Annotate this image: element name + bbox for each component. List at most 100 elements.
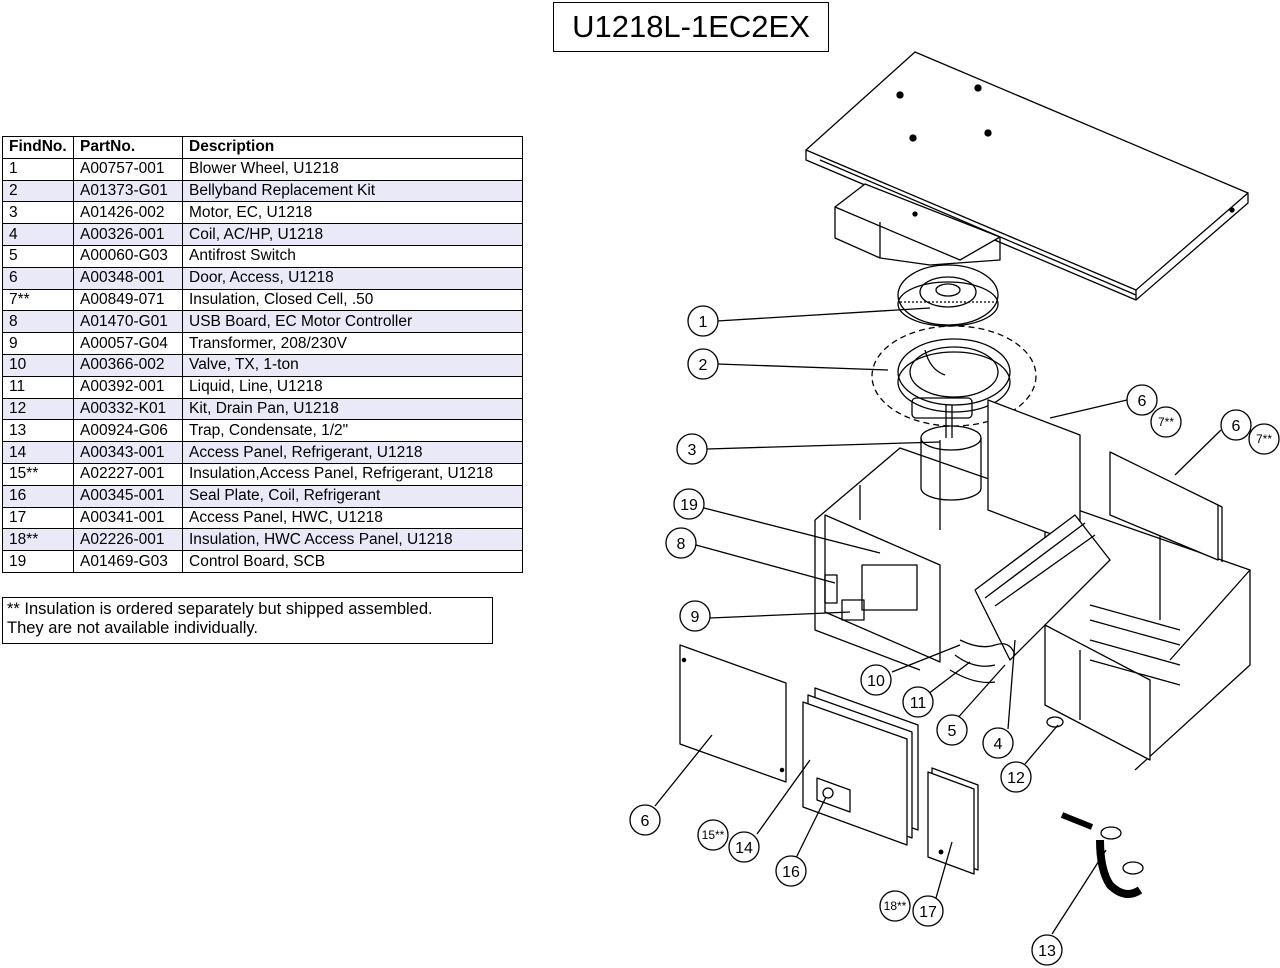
callout-label: 1 xyxy=(699,314,708,331)
callout-circle xyxy=(982,727,1014,759)
ac-coil xyxy=(974,514,1181,761)
description-cell: Transformer, 208/230V xyxy=(182,332,523,355)
callout-circle xyxy=(902,686,934,718)
callout-circle xyxy=(1220,409,1252,441)
blower-housing xyxy=(834,183,1001,266)
callout-label: 7** xyxy=(1256,432,1272,446)
hwc-access-panel xyxy=(927,767,979,875)
note-line: ** Insulation is ordered separately but … xyxy=(7,600,433,618)
callout-circle xyxy=(676,433,708,465)
callout-labels: 1 2 3 6 7** 6 7** 19 8 9 10 11 5 4 12 6 … xyxy=(641,314,1273,960)
part-number-cell: A01426-002 xyxy=(73,201,183,225)
callout-label: 14 xyxy=(735,840,753,857)
blower-wheel xyxy=(897,264,999,327)
callout-circle xyxy=(1150,406,1182,438)
callout-label: 13 xyxy=(1038,943,1056,960)
part-number-cell: A01373-G01 xyxy=(73,179,183,203)
callout-circle xyxy=(912,895,944,927)
description-cell: Insulation, Closed Cell, .50 xyxy=(182,288,523,312)
description-cell: Door, Access, U1218 xyxy=(182,266,523,290)
table-header-row: FindNo. PartNo. Description xyxy=(2,136,523,159)
find-number-cell: 13 xyxy=(2,419,74,443)
callout-circle xyxy=(1126,384,1158,416)
part-number-cell: A00332-K01 xyxy=(73,397,183,421)
description-cell: Insulation, HWC Access Panel, U1218 xyxy=(182,528,523,552)
callout-label: 6 xyxy=(1232,418,1241,435)
callout-circle xyxy=(673,488,705,520)
callout-markers xyxy=(629,305,1280,966)
refrigerant-access-panel xyxy=(802,687,919,846)
access-door-panel-front xyxy=(679,644,787,783)
bellyband-assembly xyxy=(871,325,1037,427)
description-cell: Motor, EC, U1218 xyxy=(182,201,523,225)
callout-label: 10 xyxy=(867,673,885,690)
seal-plate xyxy=(816,777,851,813)
callout-circle xyxy=(1000,761,1032,793)
part-number-cell: A02227-001 xyxy=(73,462,183,486)
callout-label: 8 xyxy=(677,536,686,553)
description-cell: Coil, AC/HP, U1218 xyxy=(182,223,523,246)
insulation-note: ** Insulation is ordered separately but … xyxy=(2,597,493,644)
callout-circle xyxy=(936,714,968,746)
part-number-cell: A00757-001 xyxy=(73,157,183,181)
callout-circle xyxy=(687,348,719,380)
description-cell: Kit, Drain Pan, U1218 xyxy=(182,397,523,421)
condensate-trap xyxy=(1060,812,1144,898)
find-number-cell: 10 xyxy=(2,353,74,377)
callout-circle xyxy=(879,890,911,922)
find-number-cell: 4 xyxy=(2,223,74,246)
find-number-cell: 8 xyxy=(2,310,74,334)
description-cell: Access Panel, Refrigerant, U1218 xyxy=(182,441,523,464)
description-cell: Valve, TX, 1-ton xyxy=(182,353,523,377)
find-number-cell: 11 xyxy=(2,375,74,399)
top-cover-panel xyxy=(805,51,1249,301)
part-number-cell: A00345-001 xyxy=(73,484,183,508)
part-number-cell: A00924-G06 xyxy=(73,419,183,443)
column-header: FindNo. xyxy=(2,136,74,159)
callout-label: 15** xyxy=(702,828,725,842)
part-number-cell: A00343-001 xyxy=(73,441,183,464)
callout-circle xyxy=(1031,934,1063,966)
description-cell: Control Board, SCB xyxy=(182,550,523,573)
callout-circle xyxy=(697,819,729,851)
callout-label: 17 xyxy=(919,904,937,921)
diagram-title: U1218L-1EC2EX xyxy=(553,2,829,52)
callout-label: 2 xyxy=(699,357,708,374)
callout-circle xyxy=(860,664,892,696)
callout-label: 6 xyxy=(641,813,650,830)
callout-label: 3 xyxy=(688,442,697,459)
access-door-panel-rear xyxy=(987,399,1223,562)
description-cell: Liquid, Line, U1218 xyxy=(182,375,523,399)
callout-circle xyxy=(1248,423,1280,455)
callout-label: 4 xyxy=(994,736,1003,753)
find-number-cell: 19 xyxy=(2,550,74,573)
callout-label: 5 xyxy=(948,723,957,740)
part-number-cell: A00326-001 xyxy=(73,223,183,246)
description-cell: Bellyband Replacement Kit xyxy=(182,179,523,203)
callout-label: 16 xyxy=(782,864,800,881)
callout-label: 7** xyxy=(1158,415,1174,429)
part-number-cell: A00341-001 xyxy=(73,506,183,530)
ec-motor xyxy=(920,405,982,501)
refrigerant-piping xyxy=(949,639,1064,728)
callout-circle xyxy=(687,305,719,337)
find-number-cell: 12 xyxy=(2,397,74,421)
callout-label: 6 xyxy=(1138,393,1147,410)
callout-circle xyxy=(665,527,697,559)
